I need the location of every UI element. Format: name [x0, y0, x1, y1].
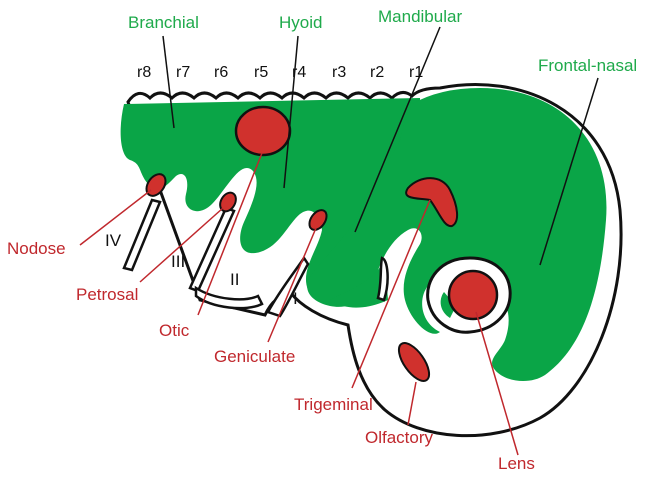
- branchial-label: Branchial: [128, 13, 199, 32]
- rhombomere-label: r6: [214, 64, 228, 81]
- lens: [449, 271, 497, 319]
- rhombomere-label: r2: [370, 64, 384, 81]
- arch-label-i: I: [293, 289, 298, 308]
- arch-label-iii: III: [171, 252, 185, 271]
- mandibular-label: Mandibular: [378, 7, 462, 26]
- hyoid-label: Hyoid: [279, 13, 322, 32]
- cleft-iv: [124, 200, 160, 270]
- arch-label-iv: IV: [105, 231, 122, 250]
- frontal-nasal-label: Frontal-nasal: [538, 56, 637, 75]
- rhombomere-label: r5: [254, 64, 268, 81]
- lens-label: Lens: [498, 454, 535, 473]
- rhombomere-label: r8: [137, 64, 151, 81]
- petrosal-label: Petrosal: [76, 285, 138, 304]
- otic-label: Otic: [159, 321, 190, 340]
- nodose-label: Nodose: [7, 239, 66, 258]
- otic-vesicle: [236, 107, 290, 155]
- rhombomere-label: r3: [332, 64, 346, 81]
- olfactory-label: Olfactory: [365, 428, 434, 447]
- trigeminal-label: Trigeminal: [294, 395, 373, 414]
- rhombomere-label: r4: [292, 64, 306, 81]
- rhombomere-label: r1: [409, 64, 423, 81]
- rhombomere-label: r7: [176, 64, 190, 81]
- geniculate-label: Geniculate: [214, 347, 295, 366]
- arch-label-ii: II: [230, 270, 239, 289]
- rhombomere-labels: r8 r7 r6 r5 r4 r3 r2 r1: [137, 64, 423, 81]
